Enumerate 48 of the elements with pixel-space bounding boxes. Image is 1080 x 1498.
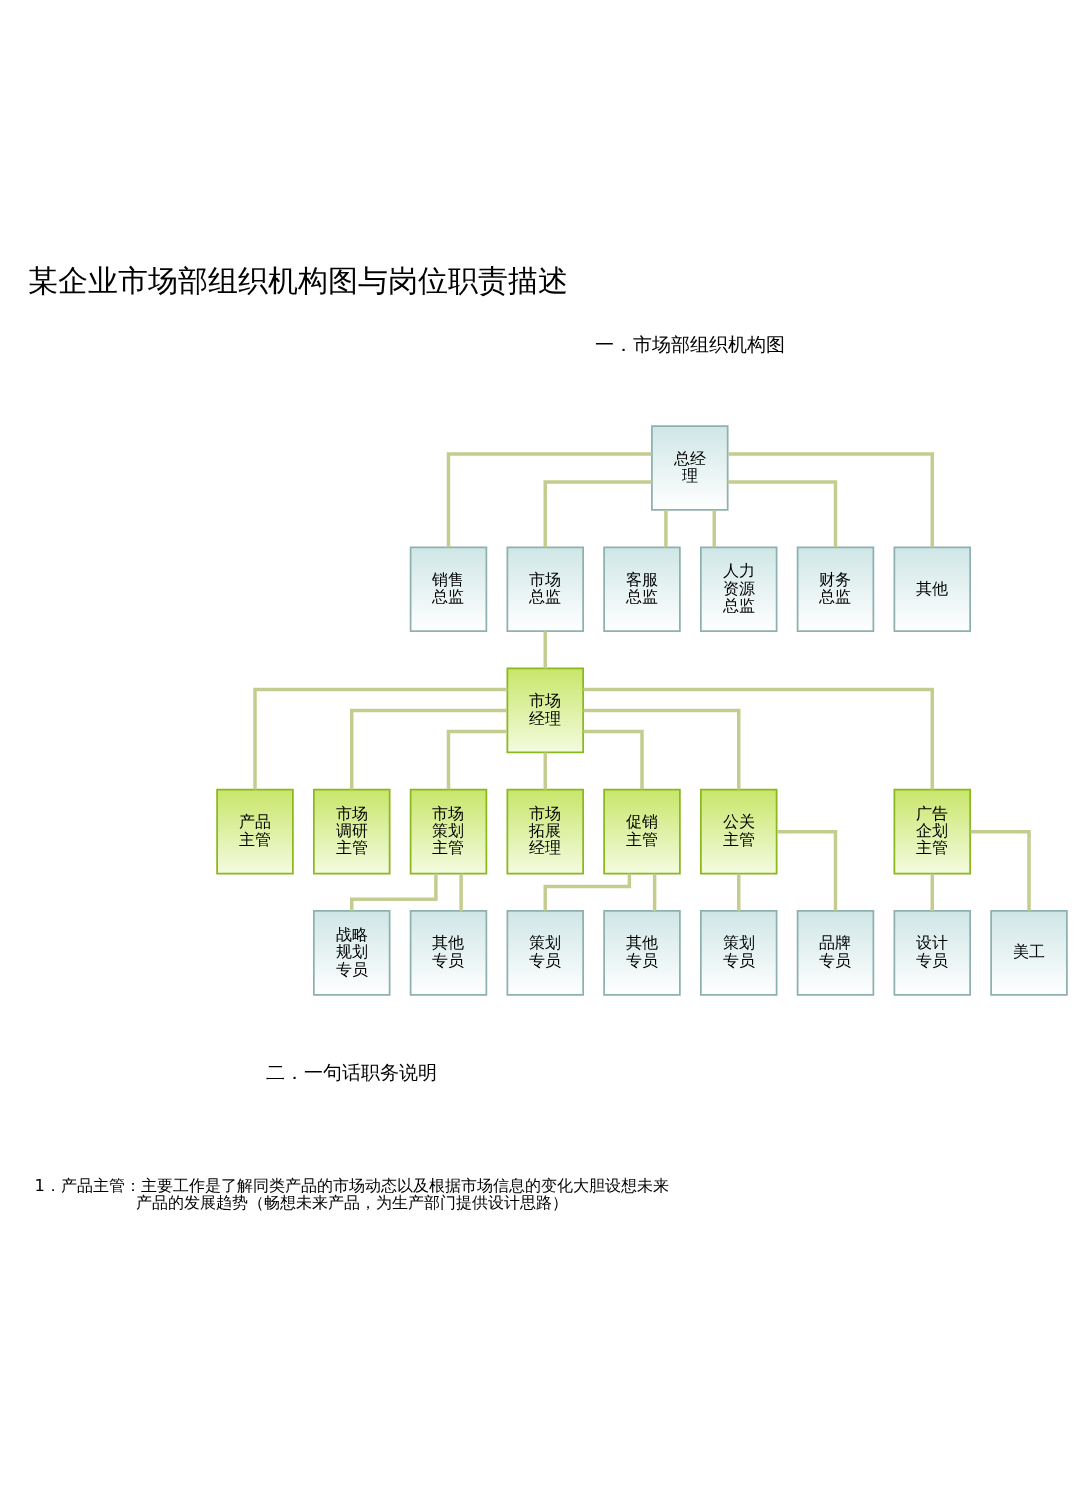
connector <box>652 873 657 911</box>
node-box: 财务总监 <box>796 545 875 632</box>
connector <box>350 708 507 790</box>
node-box: 客服总监 <box>603 545 681 632</box>
node-box: 策划专员 <box>506 909 584 996</box>
diagram-title: 某企业市场部组织机构图与岗位职责描述 <box>28 262 569 298</box>
node-box: 其他专员 <box>603 909 681 996</box>
connector <box>664 509 668 547</box>
connector <box>543 479 652 547</box>
node-box: 市场总监 <box>506 545 584 632</box>
connector <box>728 451 934 547</box>
connector <box>583 687 934 789</box>
node-box: 策划专员 <box>700 909 778 996</box>
node-box: 人力资源总监 <box>700 545 778 632</box>
connector <box>253 687 508 789</box>
node-box: 销售总监 <box>409 545 488 632</box>
connector <box>459 873 463 911</box>
node-box: 战略规划专员 <box>313 909 391 996</box>
connector <box>543 630 547 668</box>
connector <box>543 752 547 790</box>
node-box: 广告企划主管 <box>893 788 971 874</box>
node-box: 市场经理 <box>506 667 584 753</box>
connector <box>727 479 838 547</box>
node-box: 其他 <box>893 545 971 632</box>
connector <box>930 873 934 911</box>
node-box: 品牌专员 <box>796 909 875 996</box>
node-box: 设计专员 <box>893 909 971 996</box>
node-box: 公关主管 <box>700 788 778 874</box>
connector <box>350 873 438 911</box>
connector <box>446 729 507 789</box>
connector <box>446 451 652 547</box>
node-box: 市场策划主管 <box>409 788 488 874</box>
connector <box>737 873 741 911</box>
node-box: 市场调研主管 <box>313 788 391 874</box>
connector <box>583 729 644 789</box>
node-box: 美工 <box>990 909 1068 996</box>
connector <box>583 708 741 790</box>
node-box: 其他专员 <box>409 909 488 996</box>
connector <box>970 829 1031 911</box>
connector <box>777 829 838 911</box>
node-box: 产品主管 <box>216 788 294 874</box>
node-box: 促销主管 <box>603 788 681 874</box>
node-box: 总经理 <box>651 424 729 511</box>
label: 一．市场部组织机构图 <box>594 333 785 355</box>
node-box: 市场拓展经理 <box>506 788 584 874</box>
label: 1．产品主管：主要工作是了解同类产品的市场动态以及根据市场信息的变化大胆设想未来产品的发展趋势（畅想未来产品，为生产部门提供设计思路） <box>34 1175 669 1212</box>
connector <box>712 509 716 547</box>
label: 二．一句话职务说明 <box>266 1061 438 1083</box>
